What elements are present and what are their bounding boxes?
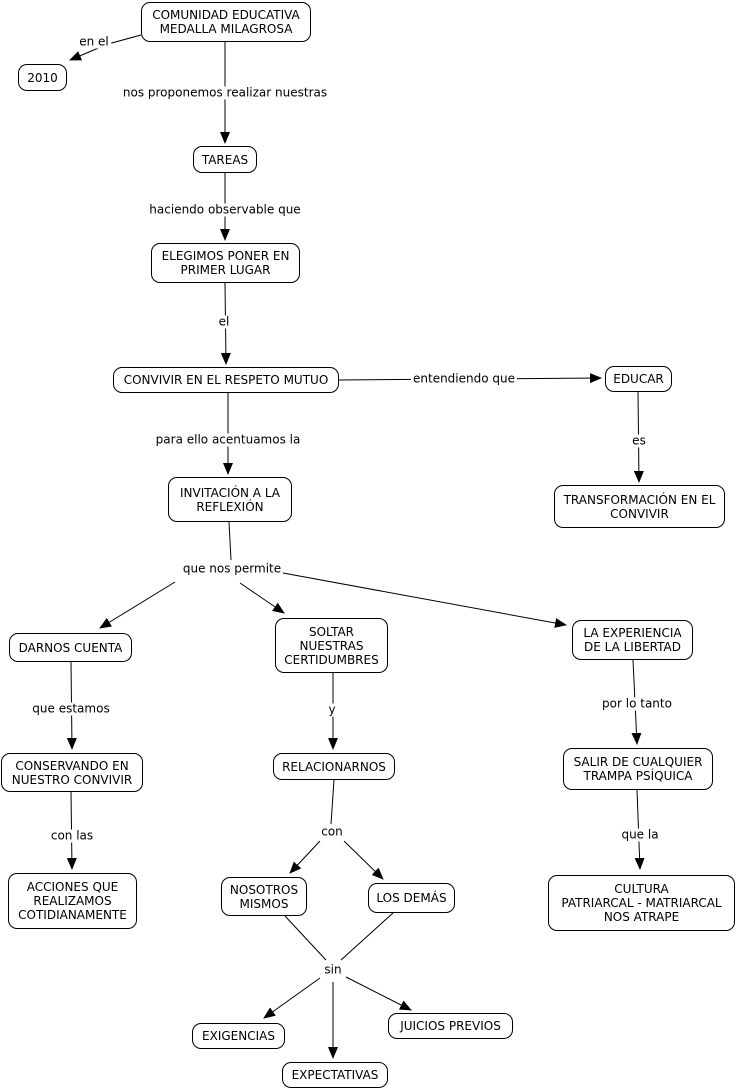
node-relacionarnos[interactable]: RELACIONARNOS [273, 753, 395, 780]
node-juicios-previos[interactable]: JUICIOS PREVIOS [388, 1013, 513, 1039]
node-exigencias[interactable]: EXIGENCIAS [192, 1023, 285, 1049]
node-educar[interactable]: EDUCAR [605, 366, 672, 392]
node-expectativas[interactable]: EXPECTATIVAS [282, 1062, 388, 1088]
link-label-que-nos-permite[interactable]: que nos permite [180, 561, 284, 576]
node-elegimos-poner[interactable]: ELEGIMOS PONER EN PRIMER LUGAR [151, 243, 300, 283]
node-conservando-convivir[interactable]: CONSERVANDO EN NUESTRO CONVIVIR [1, 753, 143, 792]
node-comunidad-educativa[interactable]: COMUNIDAD EDUCATIVA MEDALLA MILAGROSA [141, 2, 311, 42]
link-label-el[interactable]: el [216, 314, 232, 329]
node-invitacion-reflexion[interactable]: INVITACIÓN A LA REFLEXIÓN [168, 477, 292, 522]
node-darnos-cuenta[interactable]: DARNOS CUENTA [9, 633, 132, 662]
link-label-haciendo-observable[interactable]: haciendo observable que [147, 202, 303, 217]
edge-invitacion-permite [228, 521, 232, 561]
link-label-es[interactable]: es [630, 433, 648, 448]
link-label-para-ello[interactable]: para ello acentuamos la [153, 432, 303, 447]
node-acciones-cotidianas[interactable]: ACCIONES QUE REALIZAMOS COTIDIANAMENTE [8, 873, 137, 929]
node-soltar-certidumbres[interactable]: SOLTAR NUESTRAS CERTIDUMBRES [275, 618, 388, 673]
edge-sin-exigencias [263, 977, 321, 1019]
edge-con-nosotros [289, 840, 321, 874]
node-los-demas[interactable]: LOS DEMÁS [368, 883, 455, 913]
node-experiencia-libertad[interactable]: LA EXPERIENCIA DE LA LIBERTAD [572, 620, 693, 660]
edge-sin-juicios [345, 976, 412, 1011]
node-cultura-patriarcal[interactable]: CULTURA PATRIARCAL - MATRIARCAL NOS ATRA… [548, 875, 735, 931]
link-label-sin[interactable]: sin [322, 962, 344, 977]
node-salir-trampa-psiquica[interactable]: SALIR DE CUALQUIER TRAMPA PSÍQUICA [563, 748, 713, 790]
link-label-con[interactable]: con [319, 824, 345, 839]
node-tareas[interactable]: TAREAS [193, 146, 257, 173]
edge-permite-experiencia [282, 572, 567, 628]
edge-relacionarnos-con [330, 779, 335, 825]
node-transformacion-convivir[interactable]: TRANSFORMACIÓN EN EL CONVIVIR [554, 485, 725, 528]
node-convivir-respeto-mutuo[interactable]: CONVIVIR EN EL RESPETO MUTUO [113, 367, 339, 393]
link-label-por-lo-tanto[interactable]: por lo tanto [600, 696, 674, 711]
edge-permite-soltar [239, 582, 285, 614]
edge-permite-darnos [99, 581, 176, 629]
node-2010[interactable]: 2010 [18, 64, 67, 91]
node-nosotros-mismos[interactable]: NOSOTROS MISMOS [221, 877, 307, 916]
link-label-con-las[interactable]: con las [48, 828, 96, 843]
link-label-que-la[interactable]: que la [619, 827, 661, 842]
link-label-que-estamos[interactable]: que estamos [30, 701, 112, 716]
edge-nosotros-sin [284, 915, 327, 961]
link-label-nos-proponemos[interactable]: nos proponemos realizar nuestras [120, 85, 330, 100]
link-label-en-el[interactable]: en el [77, 34, 111, 49]
link-label-y[interactable]: y [326, 702, 338, 717]
edge-losdemas-sin [340, 912, 394, 961]
link-label-entendiendo-que[interactable]: entendiendo que [411, 371, 517, 386]
edge-con-losdemas [343, 840, 384, 880]
